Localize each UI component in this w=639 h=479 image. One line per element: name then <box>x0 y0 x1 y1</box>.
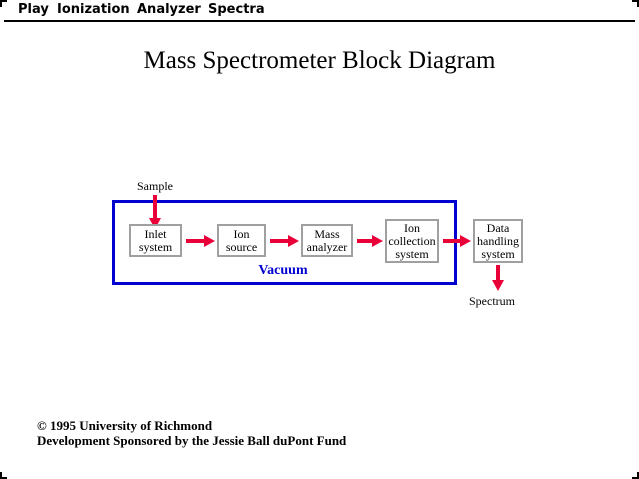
footer-copyright: © 1995 University of Richmond <box>37 418 213 433</box>
arrow-shaft <box>270 239 289 243</box>
menu-bar-separator <box>4 20 635 22</box>
block-data-handling-system-line-3: system <box>481 246 515 261</box>
sample-label: Sample <box>137 179 173 193</box>
block-mass-analyzer[interactable]: Mass analyzer <box>301 224 353 257</box>
menu-item-spectra[interactable]: Spectra <box>208 2 265 17</box>
block-mass-analyzer-line-1: Mass <box>314 226 340 241</box>
arrow-ion-collection-to-data-handling <box>443 235 471 247</box>
menu-item-play[interactable]: Play <box>18 2 49 17</box>
arrow-sample-to-inlet <box>149 195 161 229</box>
menu-item-ionization[interactable]: Ionization <box>57 2 130 17</box>
arrow-inlet-to-ion-source <box>186 235 215 247</box>
menu-item-analyzer[interactable]: Analyzer <box>137 2 201 17</box>
arrow-head <box>288 235 299 247</box>
block-ion-source-line-1: Ion <box>233 226 250 241</box>
arrow-head <box>492 280 504 291</box>
block-ion-collection-system-line-3: system <box>395 246 429 261</box>
arrow-shaft <box>186 239 205 243</box>
block-ion-source[interactable]: Ion source <box>217 224 266 257</box>
arrow-head <box>460 235 471 247</box>
block-inlet-system-line-2: system <box>138 239 173 254</box>
arrow-data-handling-to-spectrum <box>492 265 504 291</box>
block-data-handling-system-line-2: handling <box>477 233 519 248</box>
arrow-shaft <box>443 239 461 243</box>
spectrum-label: Spectrum <box>469 294 515 308</box>
footer-sponsor: Development Sponsored by the Jessie Ball… <box>37 433 347 448</box>
footer: © 1995 University of Richmond Developmen… <box>37 418 346 448</box>
block-ion-collection-system-line-2: collection <box>388 233 436 248</box>
arrow-head <box>204 235 215 247</box>
block-data-handling-system[interactable]: Data handling system <box>473 219 523 263</box>
block-ion-collection-system[interactable]: Ion collection system <box>385 219 439 263</box>
block-data-handling-system-line-1: Data <box>486 220 510 235</box>
block-mass-analyzer-line-2: analyzer <box>306 239 348 254</box>
arrow-shaft <box>153 195 157 218</box>
block-inlet-system-line-1: Inlet <box>144 226 167 241</box>
arrow-mass-analyzer-to-ion-collection <box>357 235 383 247</box>
arrow-shaft <box>357 239 373 243</box>
arrow-head <box>372 235 383 247</box>
block-ion-source-line-2: source <box>225 239 258 254</box>
menu-bar: Play Ionization Analyzer Spectra <box>0 0 639 20</box>
arrow-shaft <box>496 265 500 280</box>
arrow-head <box>149 218 161 229</box>
page-title: Mass Spectrometer Block Diagram <box>143 47 496 74</box>
block-inlet-system[interactable]: Inlet system <box>129 224 182 257</box>
vacuum-label: Vacuum <box>258 263 308 278</box>
arrow-ion-source-to-mass-analyzer <box>270 235 299 247</box>
block-ion-collection-system-line-1: Ion <box>404 220 420 235</box>
